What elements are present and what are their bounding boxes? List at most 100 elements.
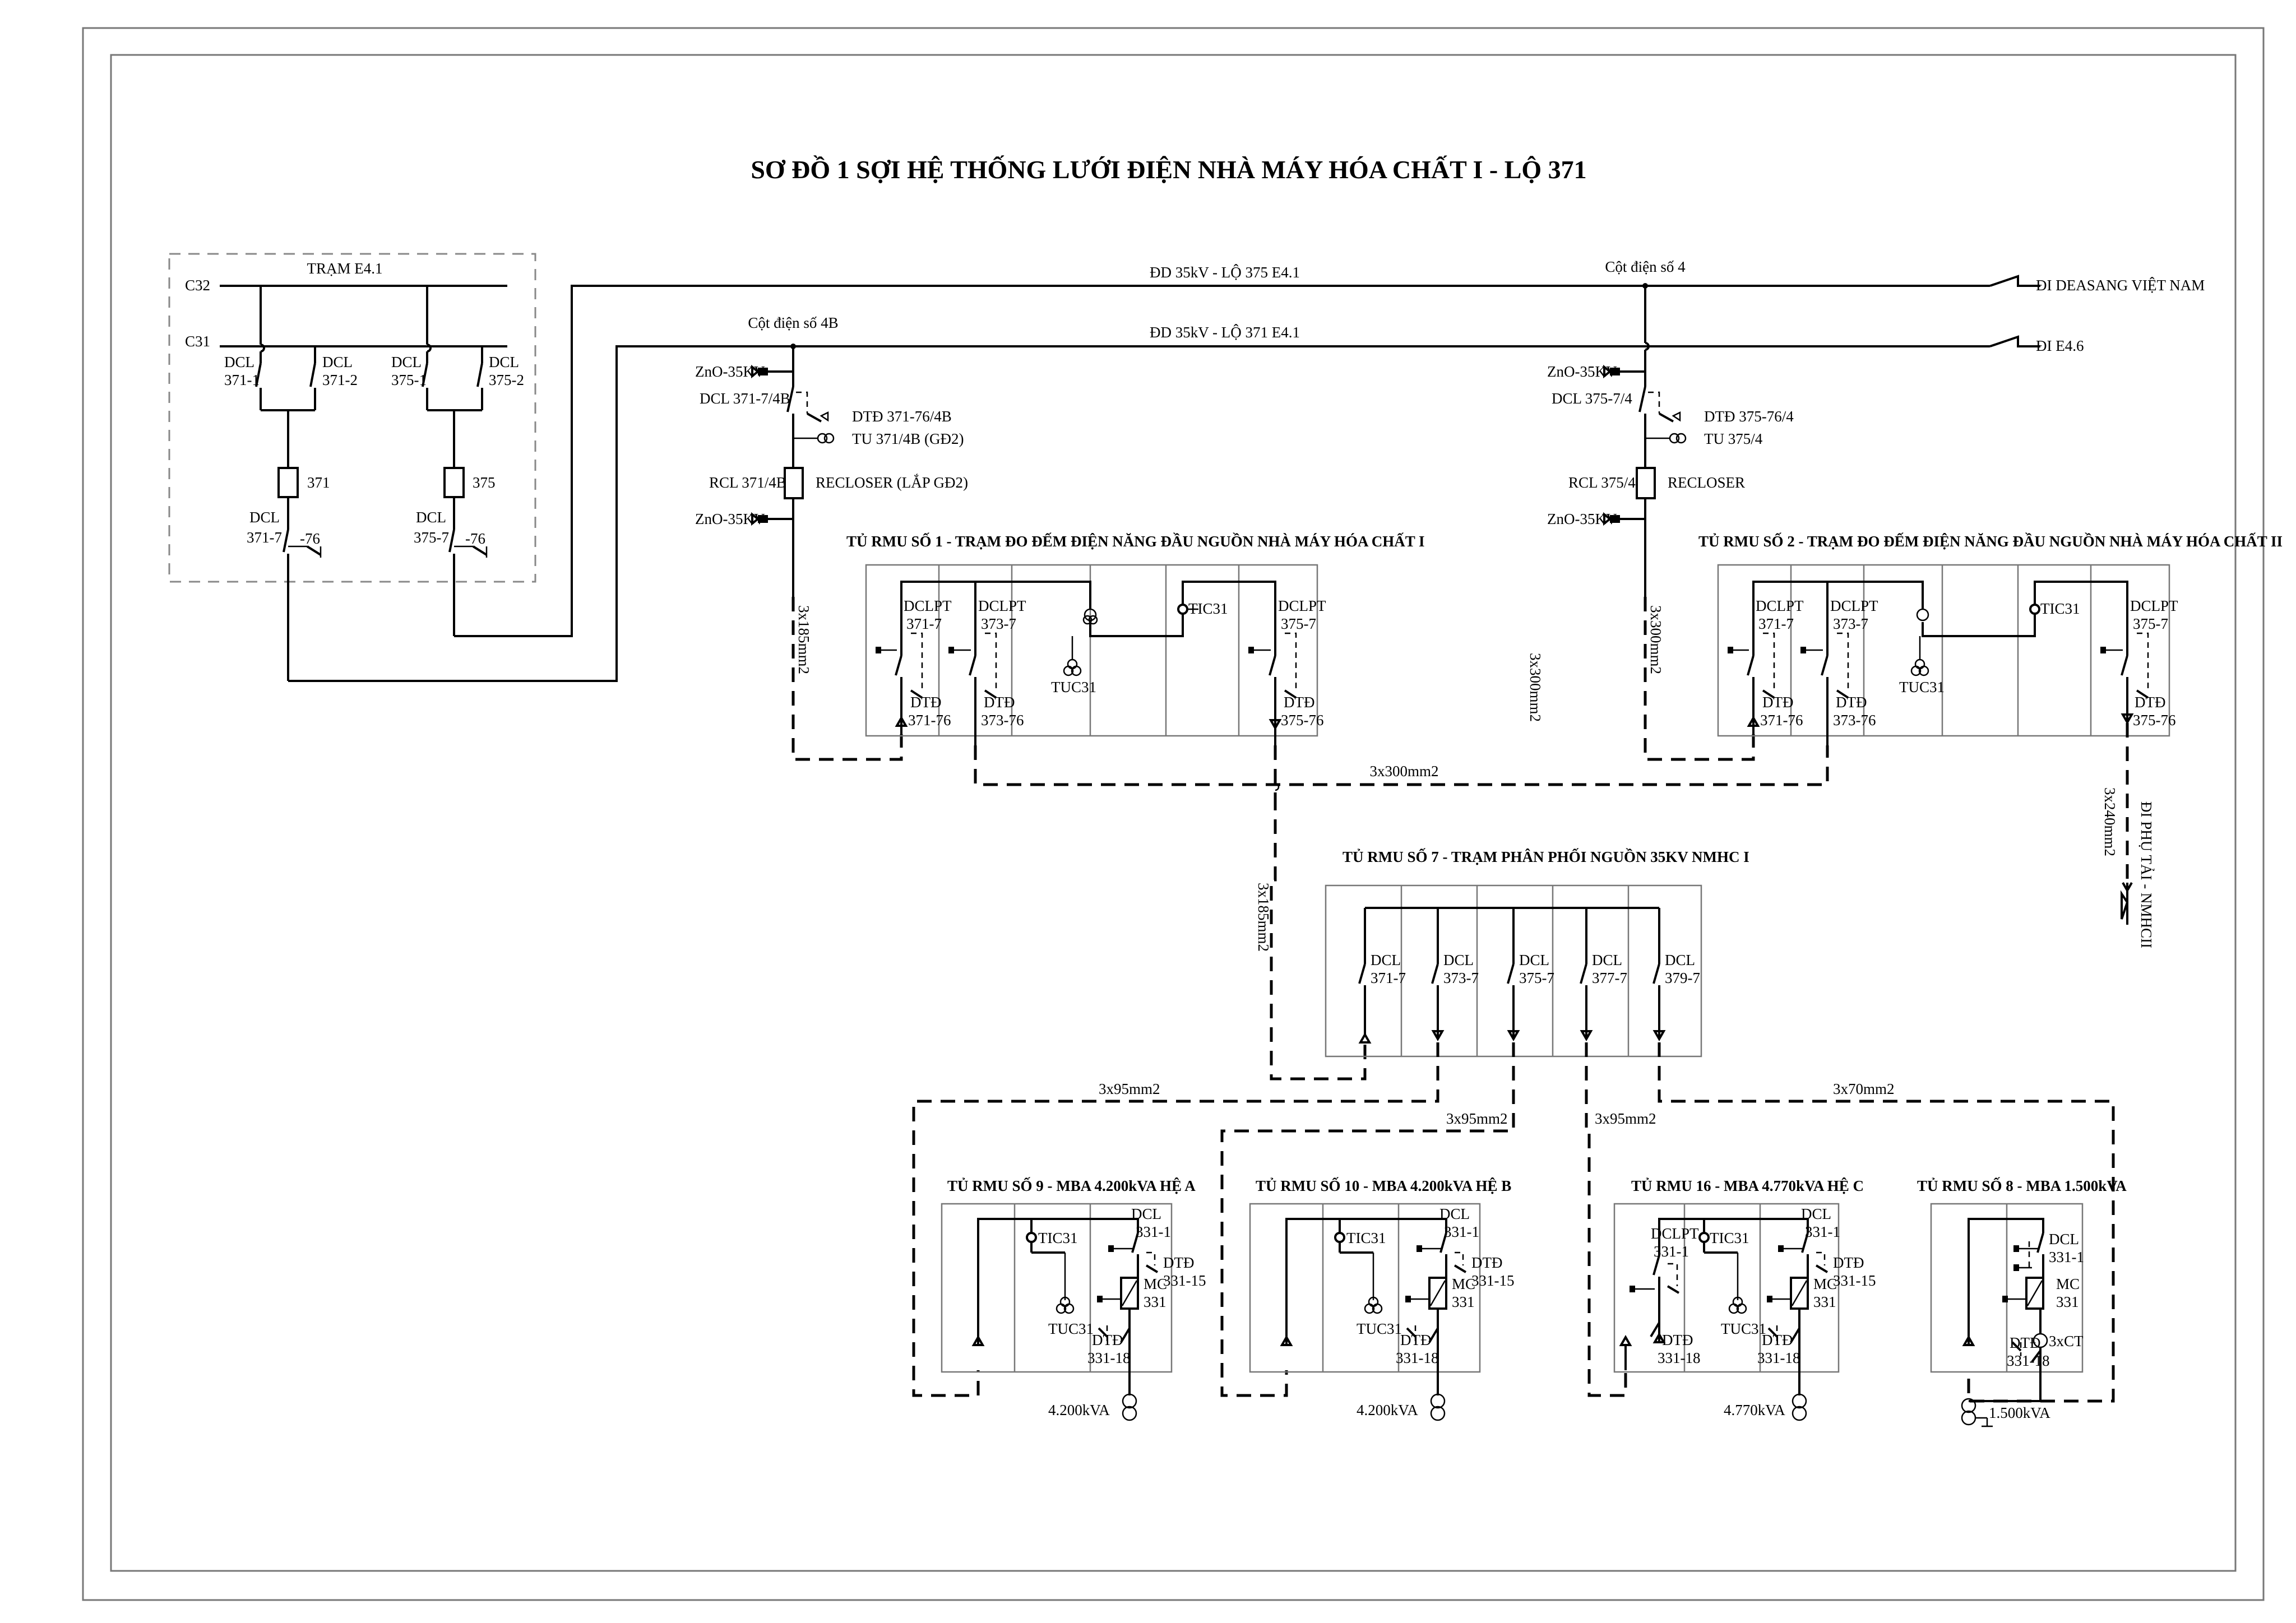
pole4b-tu-label: TU 371/4B (GĐ2) [852, 430, 964, 447]
inner-frame [110, 54, 2237, 1572]
pole4-zno-bottom: ZnO-35KV [1547, 511, 1617, 527]
cable-to-rmu16 [1585, 1042, 1627, 1397]
rmu2-tuc-label: TUC31 [1899, 679, 1945, 695]
pole4b-dcl-label: DCL 371-7/4B [700, 390, 790, 407]
arrow-e46-icon [1989, 335, 2040, 347]
pole4-rcl-label: RCL 375/4 [1568, 474, 1636, 491]
arrow-deasang-icon [1989, 275, 2040, 287]
cable-to-rmu9 [912, 1042, 1439, 1397]
earth-371-76-label: -76 [300, 530, 320, 547]
rmu-2: TỦ RMU SỐ 2 - TRẠM ĐO ĐẾM ĐIỆN NĂNG ĐẦU … [1698, 532, 2283, 745]
rmu1-tuc-label: TUC31 [1051, 679, 1096, 695]
rmu10-mba: 4.200kVA [1357, 1402, 1418, 1418]
breaker-371-label: 371 [307, 474, 330, 491]
rmu8-mba: 1.500kVA [1989, 1404, 2050, 1421]
rmu10-title: TỦ RMU SỐ 10 - MBA 4.200kVA HỆ B [1256, 1177, 1511, 1194]
outer-frame [82, 27, 2265, 1601]
to-rmu10-label: 3x95mm2 [1446, 1110, 1508, 1127]
pole4b-dtd-label: DTĐ 371-76/4B [852, 408, 952, 425]
rmu9-tic: TIC31 [1038, 1230, 1078, 1246]
station-name: TRẠM E4.1 [307, 260, 383, 277]
feeder-375-cable [454, 285, 1990, 637]
mid-cable-300-label: 3x300mm2 [1527, 653, 1544, 722]
rmu9-mba: 4.200kVA [1048, 1402, 1110, 1418]
rmu9-title: TỦ RMU SỐ 9 - MBA 4.200kVA HỆ A [947, 1177, 1196, 1194]
rmu-16: TỦ RMU 16 - MBA 4.770kVA HỆ C TIC31 TUC3… [1613, 1177, 1876, 1421]
to-rmu9-label: 3x95mm2 [1099, 1081, 1160, 1097]
rmu16-tuc: TUC31 [1721, 1320, 1766, 1337]
to-deasang-label: ĐI DEASANG VIỆT NAM [2036, 277, 2205, 294]
rmu10-tic: TIC31 [1346, 1230, 1386, 1246]
load-240-label: 3x240mm2 [2101, 787, 2118, 856]
rmu10-tuc: TUC31 [1357, 1320, 1402, 1337]
to-rmu7-label: 3x185mm2 [1255, 883, 1272, 952]
feeder-371-cable [288, 345, 1990, 682]
pole4b-zno-bottom: ZnO-35KV [695, 511, 765, 527]
rmu-9: TỦ RMU SỐ 9 - MBA 4.200kVA HỆ A TIC31 TU… [941, 1177, 1206, 1421]
bus-c31-label: C31 [185, 333, 210, 350]
cable-to-rmu10 [1220, 1042, 1515, 1397]
rmu2-tic-label: TIC31 [2040, 600, 2080, 617]
bus-c32-label: C32 [185, 277, 210, 294]
rmu8-ct: 3xCT [2049, 1333, 2084, 1350]
load-to-label: ĐI PHỤ TẢI - NMHCII [2138, 801, 2155, 948]
rmu-10: TỦ RMU SỐ 10 - MBA 4.200kVA HỆ B TIC31 T… [1249, 1177, 1515, 1421]
pole4-tu-label: TU 375/4 [1704, 430, 1763, 447]
breaker-375-label: 375 [473, 474, 496, 491]
pole-4-label: Cột điện số 4 [1605, 258, 1686, 275]
rmu-7: TỦ RMU SỐ 7 - TRẠM PHÂN PHỐI NGUỒN 35KV … [1325, 848, 1749, 1058]
line-375-label: ĐD 35kV - LỘ 375 E4.1 [1150, 264, 1300, 281]
rmu8-title: TỦ RMU SỐ 8 - MBA 1.500kVA [1917, 1177, 2127, 1194]
line-371-label: ĐD 35kV - LỘ 371 E4.1 [1150, 324, 1300, 341]
pole4-dtd-label: DTĐ 375-76/4 [1704, 408, 1794, 425]
pole4b-recloser-label: RECLOSER (LẮP GĐ2) [816, 474, 968, 491]
rmu16-title: TỦ RMU 16 - MBA 4.770kVA HỆ C [1631, 1177, 1864, 1194]
pole4-recloser-label: RECLOSER [1668, 474, 1745, 491]
rmu1-title: TỦ RMU SỐ 1 - TRẠM ĐO ĐẾM ĐIỆN NĂNG ĐẦU … [846, 532, 1425, 550]
to-e46-label: ĐI E4.6 [2036, 337, 2084, 354]
pole4b-cable-label: 3x185mm2 [795, 605, 812, 674]
rmu7-feed [1270, 796, 1367, 1081]
cable-to-rmu8 [1658, 1042, 2115, 1403]
